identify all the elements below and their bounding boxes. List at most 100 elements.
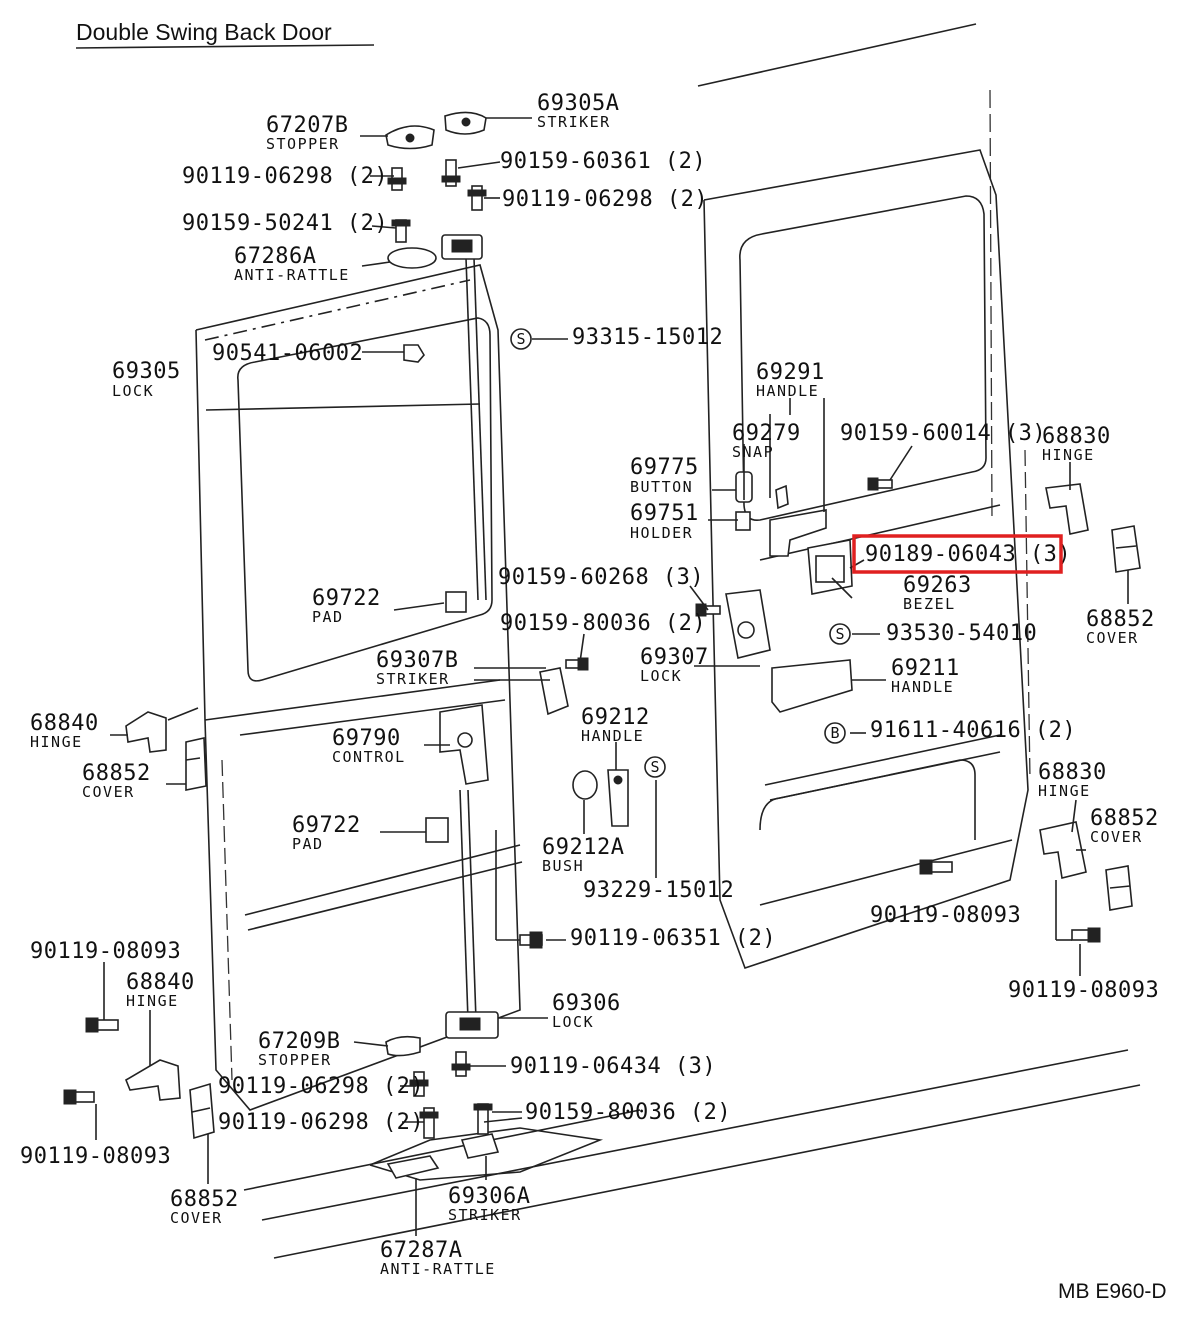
callout-69306-num: 69306	[552, 991, 621, 1016]
part-screw-90541	[403, 344, 425, 363]
callout-93315-15012: 93315-15012	[572, 325, 723, 350]
s-symbol-93229	[644, 756, 666, 778]
right-door	[703, 149, 1031, 970]
callout-90159-60014: 90159-60014 (3)	[840, 421, 1046, 446]
part-cover-68852-left-upper	[185, 737, 207, 791]
part-lock-69307	[725, 589, 771, 659]
callout-68840-upper-num: 68840	[30, 711, 99, 736]
callout-68852-left-lower-num: 68852	[170, 1187, 239, 1212]
callout-69212-name: HANDLE	[581, 727, 644, 745]
part-cover-68852-left-lower	[189, 1082, 215, 1140]
callout-69279-num: 69279	[732, 421, 801, 446]
part-bolt-90159-60268	[695, 603, 721, 617]
callout-67207b-num: 67207B	[266, 113, 348, 138]
callout-69305-num: 69305	[112, 359, 181, 384]
callout-68852-left-lower-name: COVER	[170, 1209, 223, 1227]
part-hinge-68830-upper	[1045, 483, 1089, 535]
figure-ref-code: MB E960-D	[1058, 1280, 1167, 1303]
part-hinge-68840-lower	[125, 1059, 181, 1101]
callout-69722-upper-num: 69722	[312, 586, 381, 611]
callout-90159-60268: 90159-60268 (3)	[498, 565, 704, 590]
callout-68852-left-upper-num: 68852	[82, 761, 151, 786]
callout-68852-right-lower-num: 68852	[1090, 806, 1159, 831]
callout-90119-08093-right-a: 90119-08093	[870, 903, 1021, 928]
s-symbol-93530	[829, 623, 851, 645]
callout-91611-40616: 91611-40616 (2)	[870, 718, 1076, 743]
part-striker-69306a	[460, 1133, 500, 1159]
s-symbol-93530-text: S	[835, 625, 844, 643]
bolts-top	[387, 159, 487, 243]
callout-69306a-num: 69306A	[448, 1184, 530, 1209]
callout-69305a-num: 69305A	[537, 91, 619, 116]
callout-93229-15012: 93229-15012	[583, 878, 734, 903]
callout-69211-name: HANDLE	[891, 678, 954, 696]
callout-69279-name: SNAP	[732, 443, 774, 461]
callout-68840-lower-name: HINGE	[126, 992, 179, 1010]
part-lock-69306	[445, 1011, 499, 1039]
s-symbol-93229-text: S	[650, 758, 659, 776]
callout-69751-num: 69751	[630, 501, 699, 526]
callout-68852-right-upper-name: COVER	[1086, 629, 1139, 647]
highlight-box	[852, 534, 1063, 574]
callout-69212-num: 69212	[581, 705, 650, 730]
callout-69305-name: LOCK	[112, 382, 154, 400]
callout-90159-80036-b: 90159-80036 (2)	[525, 1100, 731, 1125]
callout-69775-name: BUTTON	[630, 478, 693, 496]
part-cover-68852-right-lower	[1105, 865, 1133, 911]
callout-69307b-name: STRIKER	[376, 670, 450, 688]
callout-69306-name: LOCK	[552, 1013, 594, 1031]
part-handle-69291	[769, 509, 827, 557]
callout-69307-num: 69307	[640, 645, 709, 670]
callout-69722-lower-name: PAD	[292, 835, 324, 853]
callout-68852-right-lower-name: COVER	[1090, 828, 1143, 846]
callout-68840-lower-num: 68840	[126, 970, 195, 995]
part-bolt-90159-60014	[867, 477, 893, 491]
callout-90119-08093-left-b: 90119-08093	[20, 1144, 171, 1169]
callout-69263-num: 69263	[903, 573, 972, 598]
callout-67287a-name: ANTI-RATTLE	[380, 1260, 496, 1278]
callout-67286a-name: ANTI-RATTLE	[234, 266, 350, 284]
callout-69751-name: HOLDER	[630, 524, 693, 542]
callout-68830-upper-name: HINGE	[1042, 446, 1095, 464]
callout-90159-60361: 90159-60361 (2)	[500, 149, 706, 174]
part-anti-rattle-67286a	[387, 247, 437, 269]
part-bezel-69263	[807, 539, 853, 595]
part-lock-upper	[441, 234, 483, 260]
bolts-left-hinge	[63, 1017, 119, 1105]
part-hinge-68830-lower	[1039, 821, 1087, 879]
callout-90119-08093-left-a: 90119-08093	[30, 939, 181, 964]
callout-90119-06298-d: 90119-06298 (2)	[218, 1110, 424, 1135]
callout-69307b-num: 69307B	[376, 648, 458, 673]
part-control-69790	[439, 704, 489, 785]
s-symbol-93315-text: S	[516, 330, 525, 348]
callout-67286a-num: 67286A	[234, 244, 316, 269]
callout-90119-06298-c: 90119-06298 (2)	[218, 1074, 424, 1099]
part-pad-lower	[425, 817, 449, 843]
callout-69722-upper-name: PAD	[312, 608, 344, 626]
callout-69291-name: HANDLE	[756, 382, 819, 400]
callout-69211-num: 69211	[891, 656, 960, 681]
callout-90119-06298-a: 90119-06298 (2)	[182, 164, 388, 189]
diagram-title: Double Swing Back Door	[76, 19, 332, 45]
callout-68830-lower-num: 68830	[1038, 760, 1107, 785]
callout-90541-06002: 90541-06002	[212, 341, 363, 366]
callout-69775-num: 69775	[630, 455, 699, 480]
callout-69307-name: LOCK	[640, 667, 682, 685]
part-pad-upper	[445, 591, 467, 613]
left-door	[195, 257, 523, 1111]
part-hinge-68840-upper	[125, 711, 167, 753]
callout-90189-06043: 90189-06043 (3)	[865, 542, 1071, 567]
callout-69790-num: 69790	[332, 726, 401, 751]
part-snap-69279	[775, 484, 789, 510]
leader-lines	[95, 117, 1129, 1236]
callout-69790-name: CONTROL	[332, 748, 406, 766]
title-underline	[75, 44, 375, 49]
callout-90119-06298-b: 90119-06298 (2)	[502, 187, 708, 212]
callout-67207b-name: STOPPER	[266, 135, 340, 153]
callout-68852-left-upper-name: COVER	[82, 783, 135, 801]
callout-93530-54010: 93530-54010	[886, 621, 1037, 646]
body-outline	[243, 23, 1141, 1259]
part-stopper-67207b	[385, 125, 435, 150]
callout-67209b-name: STOPPER	[258, 1051, 332, 1069]
